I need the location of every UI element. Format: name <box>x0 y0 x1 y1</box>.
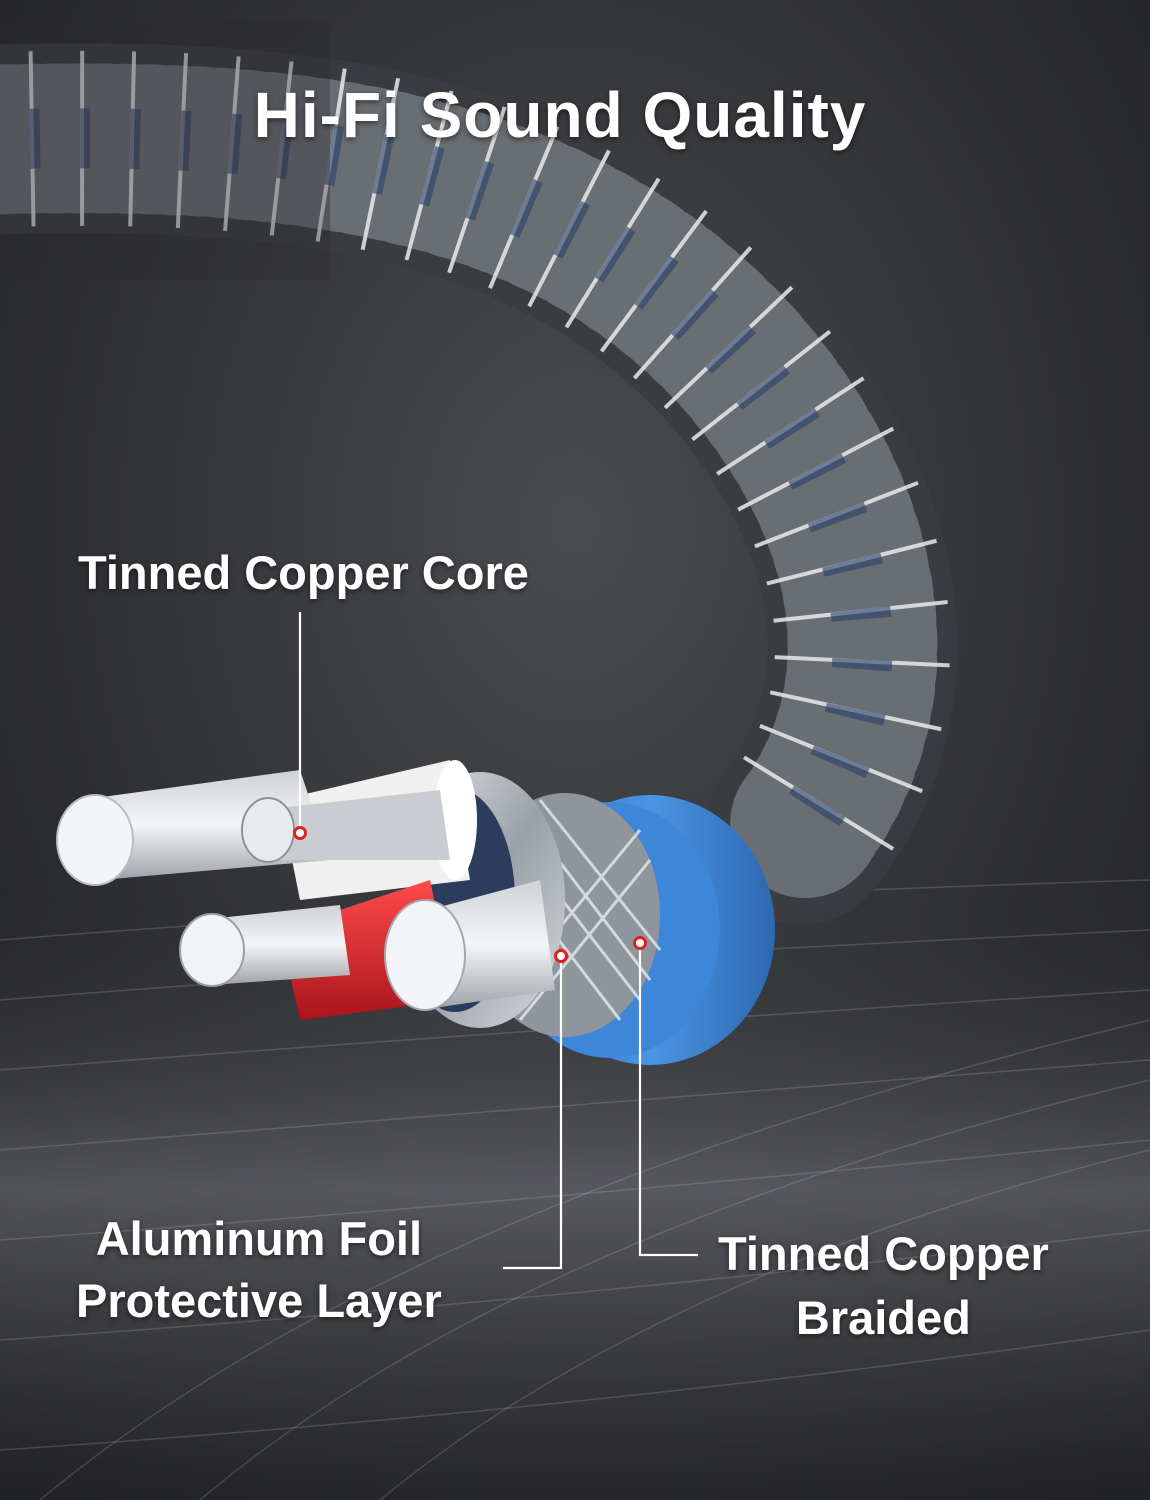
braid-label: Tinned Copper Braided <box>718 1222 1049 1350</box>
core-marker-icon <box>293 826 307 840</box>
braid-marker-icon <box>633 936 647 950</box>
core-label: Tinned Copper Core <box>78 546 529 599</box>
foil-label: Aluminum Foil Protective Layer <box>76 1208 442 1332</box>
foil-label-line2: Protective Layer <box>76 1274 442 1327</box>
braid-leader-line <box>638 943 698 1257</box>
page-title: Hi-Fi Sound Quality <box>253 79 867 151</box>
foil-marker-icon <box>554 949 568 963</box>
foil-label-line1: Aluminum Foil <box>95 1212 423 1265</box>
foil-leader-line <box>503 956 563 1270</box>
braid-label-line2: Braided <box>795 1291 971 1344</box>
braid-label-line1: Tinned Copper <box>718 1227 1049 1280</box>
